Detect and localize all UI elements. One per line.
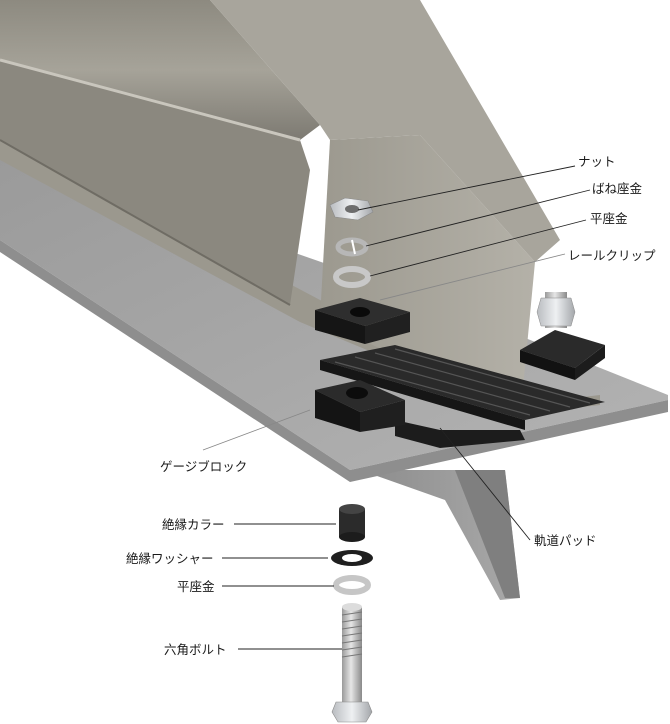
rail-head-side	[0, 60, 310, 305]
rail-web	[320, 135, 535, 420]
rail-pad	[320, 345, 605, 448]
label-insulating-washer: 絶縁ワッシャー	[126, 551, 214, 566]
leader-rail-clip	[379, 253, 566, 301]
rail-head-face	[210, 0, 560, 262]
flat-washer-lower-part	[333, 575, 371, 595]
label-insulating-collar: 絶縁カラー	[162, 517, 225, 532]
rail-clip	[315, 298, 410, 344]
label-nut: ナット	[578, 154, 616, 169]
leader-nut	[357, 165, 576, 211]
flat-washer-part	[333, 266, 371, 288]
label-spring-washer: ばね座金	[592, 181, 643, 196]
rail	[0, 0, 600, 420]
label-flat-washer-top: 平座金	[590, 211, 628, 226]
label-gauge-block: ゲージブロック	[160, 459, 247, 474]
rail-edge-highlight	[0, 58, 301, 142]
label-hex-bolt: 六角ボルト	[164, 642, 227, 657]
leader-rail-pad	[439, 427, 531, 541]
label-rail-clip: レールクリップ	[568, 248, 656, 263]
rail-pad-front	[395, 420, 525, 448]
spring-washer-part	[335, 237, 369, 257]
leader-gauge-block	[202, 409, 311, 451]
rail-head-top	[0, 0, 320, 140]
label-rail-pad: 軌道パッド	[534, 533, 597, 548]
leader-spring-washer	[365, 189, 591, 247]
beam-web-shadow	[455, 470, 520, 598]
installed-fastener	[520, 292, 605, 380]
insulating-collar-part	[339, 504, 365, 542]
hex-bolt-part	[331, 603, 373, 723]
label-flat-washer-bottom: 平座金	[177, 579, 215, 594]
gauge-block	[315, 380, 405, 432]
nut-part	[329, 197, 374, 221]
leader-flat-washer-top	[369, 219, 587, 277]
insulating-washer-part	[331, 550, 373, 566]
